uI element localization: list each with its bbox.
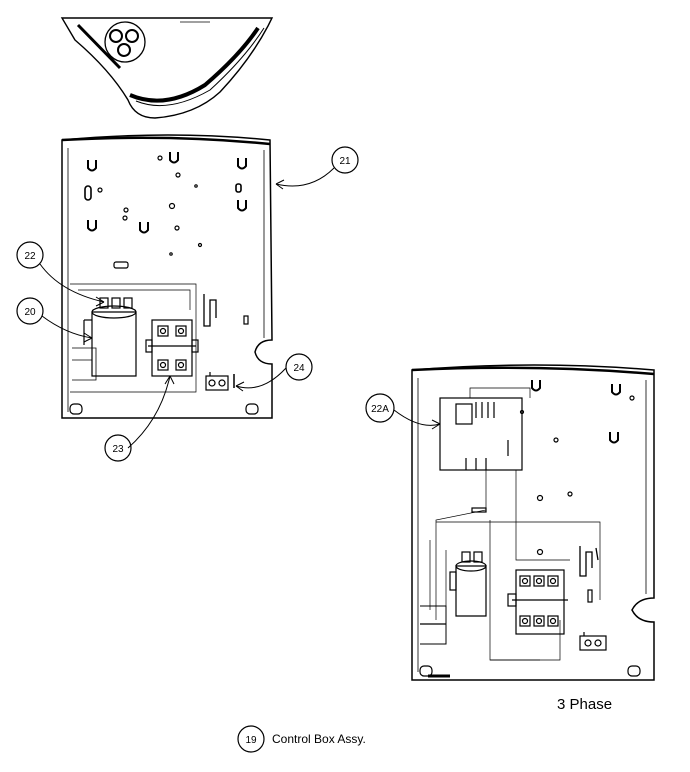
- phase-label: 3 Phase: [557, 696, 613, 713]
- callout-20-circle: [16, 297, 44, 325]
- callout-22: 22: [24, 251, 36, 262]
- callout-22-circle: [16, 241, 44, 269]
- callout-23-circle: [104, 434, 132, 462]
- control-board: [439, 397, 523, 471]
- callout-leaders: [39, 167, 441, 449]
- callout-22a: 22A: [371, 404, 389, 415]
- contactor: [145, 319, 199, 377]
- callout-24: 24: [293, 363, 305, 374]
- callout-22a-circle: [365, 393, 395, 423]
- callout-21-circle: [331, 146, 359, 174]
- contactor-3ph: [507, 569, 568, 635]
- capacitor: [83, 297, 137, 377]
- callout-20: 20: [24, 307, 36, 318]
- callout-19-circle: [237, 725, 265, 753]
- right-control-box: [411, 364, 655, 681]
- callout-24-circle: [285, 353, 313, 381]
- left-control-box: [61, 134, 273, 419]
- callout-23: 23: [112, 444, 124, 455]
- ground-lug-3ph: [579, 632, 607, 651]
- callout-19: 19: [245, 735, 257, 746]
- callout-21: 21: [339, 156, 351, 167]
- capacitor-3ph: [449, 551, 487, 617]
- control-box-cover: [60, 17, 274, 119]
- control-box-assembly-label: Control Box Assy.: [272, 732, 366, 746]
- ground-lug: [205, 372, 229, 391]
